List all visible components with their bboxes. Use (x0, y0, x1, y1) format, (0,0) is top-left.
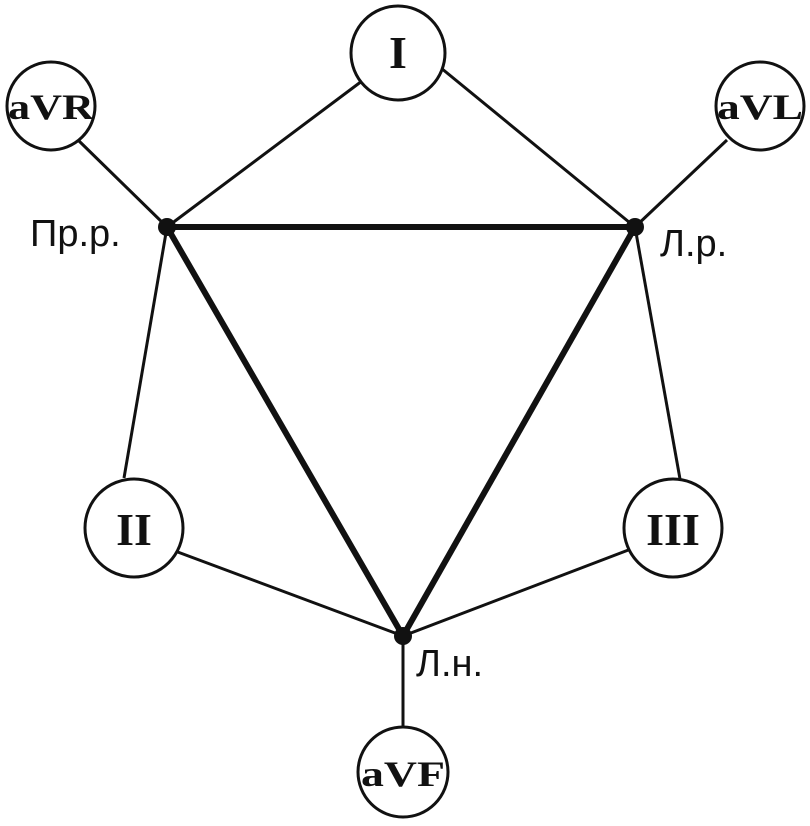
connector-i-right-arm (166, 79, 363, 229)
lead-i-label: I (389, 27, 407, 78)
right-arm-node (158, 218, 176, 236)
connector-i-left-arm (440, 66, 636, 229)
lead-iii-node: III (622, 477, 724, 579)
lead-avf-node: aVF (356, 725, 450, 819)
lead-avr-label: aVR (8, 87, 95, 127)
connector-iii-left-arm (633, 226, 682, 480)
einthoven-triangle (164, 224, 638, 638)
lead-avl-label: aVL (717, 87, 803, 127)
left-arm-label: Л.р. (660, 223, 727, 265)
lead-avl-node: aVL (714, 60, 806, 152)
lead-iii-label: III (646, 504, 700, 555)
lead-avf-label: aVF (361, 754, 445, 794)
connector-avl (633, 138, 729, 229)
connector-ii-left-leg (174, 549, 404, 638)
lead-avr-node: aVR (5, 60, 97, 152)
connector-avr (76, 138, 169, 229)
lead-ii-node: II (83, 477, 185, 579)
triangle-left-edge (164, 225, 406, 638)
lead-connectors (76, 66, 729, 727)
left-leg-label: Л.н. (416, 643, 483, 685)
connector-ii-right-arm (122, 226, 169, 479)
lead-i-node: I (349, 4, 447, 102)
left-leg-node (394, 627, 412, 645)
lead-ii-label: II (116, 504, 152, 555)
triangle-right-edge (400, 225, 638, 638)
left-arm-node (626, 218, 644, 236)
right-arm-label: Пр.р. (30, 213, 121, 255)
connector-iii-left-leg (402, 547, 632, 638)
